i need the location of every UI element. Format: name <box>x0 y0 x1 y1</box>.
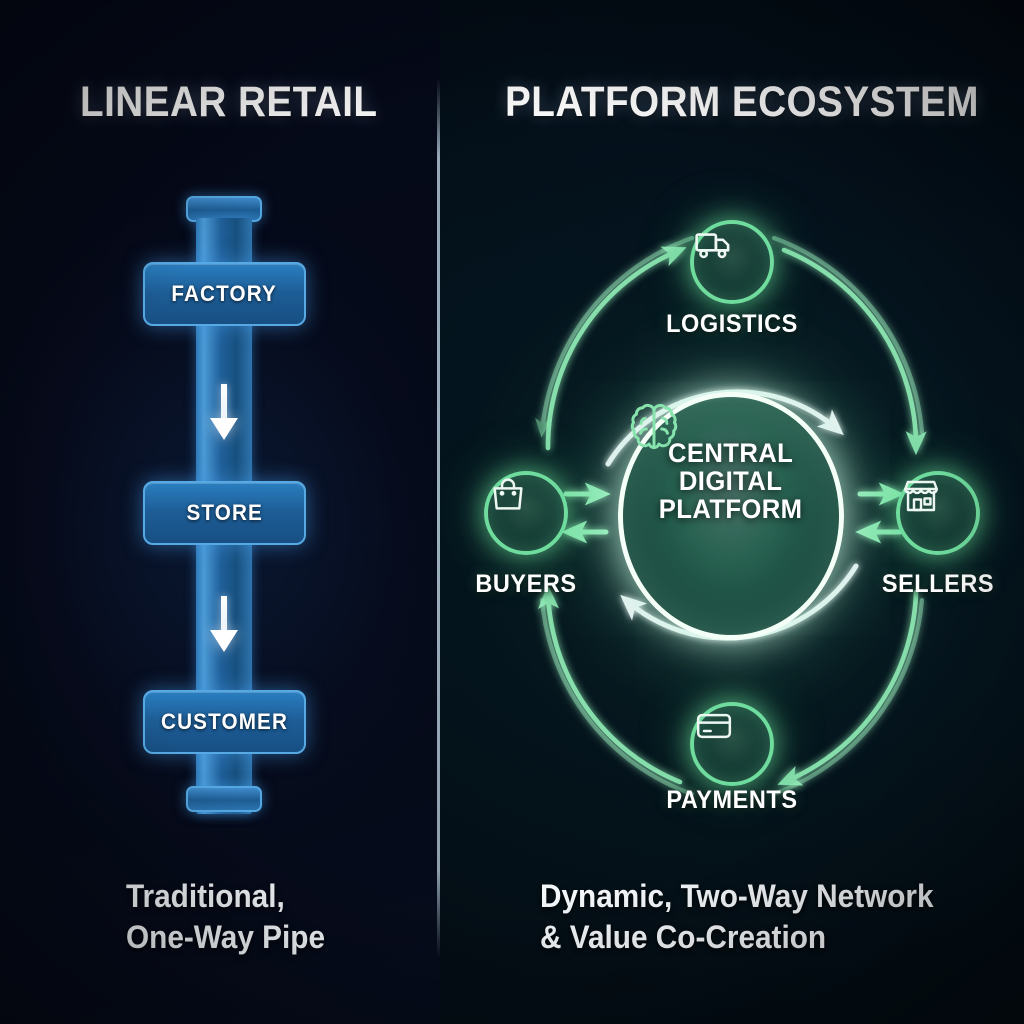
pipeline-node-store[interactable]: STORE <box>143 481 306 545</box>
ecosystem-node-payments-label: PAYMENTS <box>666 786 798 814</box>
pipeline-node-label: STORE <box>186 500 263 525</box>
storefront-icon <box>904 480 938 512</box>
right-panel-title: PLATFORM ECOSYSTEM <box>505 78 979 126</box>
pipeline-node-customer[interactable]: CUSTOMER <box>143 690 306 754</box>
ecosystem-node-sellers-label: SELLERS <box>881 570 995 598</box>
pipe-cap-bottom <box>186 786 262 812</box>
shopping-bag-icon <box>493 478 523 510</box>
right-panel-caption: Dynamic, Two-Way Network& Value Co-Creat… <box>540 878 934 955</box>
pipeline-node-factory[interactable]: FACTORY <box>143 262 306 326</box>
left-panel-caption: Traditional,One-Way Pipe <box>126 878 325 955</box>
ecosystem-node-sellers[interactable] <box>896 471 980 555</box>
panel-divider <box>437 78 440 958</box>
flow-arrow-store-to-customer <box>210 596 238 652</box>
left-panel-title: LINEAR RETAIL <box>80 78 378 126</box>
ecosystem-node-buyers-label: BUYERS <box>475 570 577 598</box>
brain-icon <box>630 403 678 450</box>
platform-ecosystem: LOGISTICS BUYERS SELLERS <box>440 0 1024 1024</box>
ecosystem-node-logistics[interactable] <box>690 220 774 304</box>
ecosystem-node-buyers[interactable] <box>484 471 568 555</box>
credit-card-icon <box>696 713 732 739</box>
linear-pipeline: FACTORY STORE CUSTOMER <box>0 0 440 1024</box>
pipeline-node-label: CUSTOMER <box>161 709 288 734</box>
truck-icon <box>695 233 730 259</box>
ecosystem-node-payments[interactable] <box>690 702 774 786</box>
ecosystem-node-logistics-label: LOGISTICS <box>666 310 798 338</box>
pipeline-node-label: FACTORY <box>171 281 278 306</box>
flow-arrow-factory-to-store <box>210 384 238 440</box>
